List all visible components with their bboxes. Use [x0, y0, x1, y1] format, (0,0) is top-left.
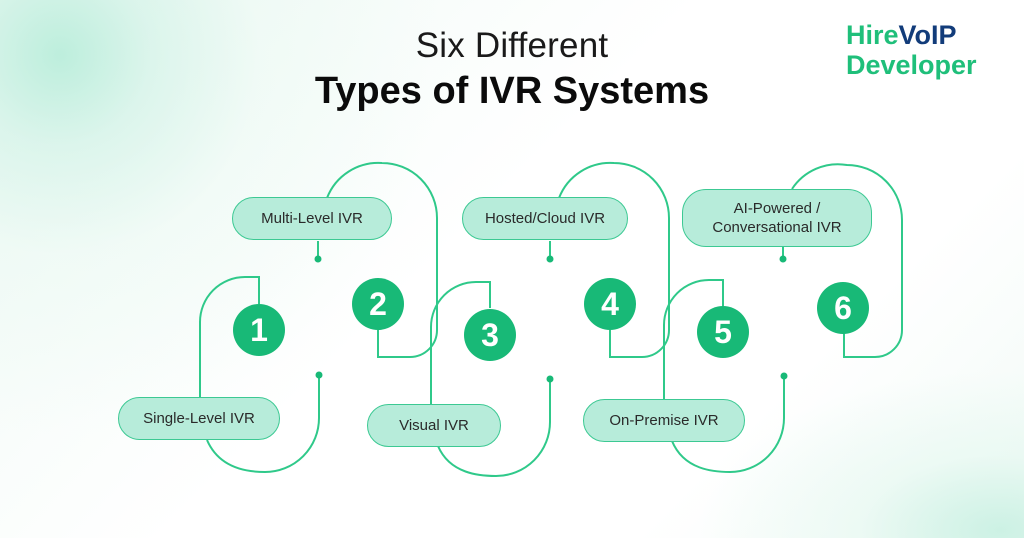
title-line-2: Types of IVR Systems	[314, 70, 710, 112]
step-label-single-level: Single-Level IVR	[118, 397, 280, 440]
title-line-1: Six Different	[415, 26, 609, 65]
step-label-hosted-cloud: Hosted/Cloud IVR	[462, 197, 628, 240]
logo-line-1: HireVoIP	[846, 20, 977, 50]
connector-1-top	[199, 276, 260, 398]
connector-dot-5	[780, 372, 788, 380]
connector-5-bottom	[671, 376, 785, 474]
connector-dot-1	[315, 371, 323, 379]
connector-3-top	[430, 281, 491, 404]
connector-dot-4	[546, 255, 554, 263]
step-number-5: 5	[697, 306, 749, 358]
step-label-on-premise: On-Premise IVR	[583, 399, 745, 442]
connector-1-bottom	[206, 375, 320, 474]
step-label-multi-level: Multi-Level IVR	[232, 197, 392, 240]
connector-dot-2	[314, 255, 322, 263]
step-label-ai-powered: AI-Powered / Conversational IVR	[682, 189, 872, 247]
step-number-4: 4	[584, 278, 636, 330]
connector-2-loop	[326, 161, 438, 358]
step-number-6: 6	[817, 282, 869, 334]
logo-line-2: Developer	[846, 50, 977, 80]
step-label-visual: Visual IVR	[367, 404, 501, 447]
connector-4-loop	[558, 161, 670, 358]
connector-dot-3	[546, 375, 554, 383]
hirevoip-logo: HireVoIP Developer	[846, 20, 977, 80]
connector-dot-6	[779, 255, 787, 263]
connector-5-top	[663, 279, 724, 399]
step-number-2: 2	[352, 278, 404, 330]
step-number-3: 3	[464, 309, 516, 361]
logo-voip: VoIP	[898, 20, 957, 50]
connector-6-loop	[791, 163, 903, 358]
logo-hire: Hire	[846, 20, 899, 50]
connector-3-bottom	[437, 379, 551, 478]
step-number-1: 1	[233, 304, 285, 356]
